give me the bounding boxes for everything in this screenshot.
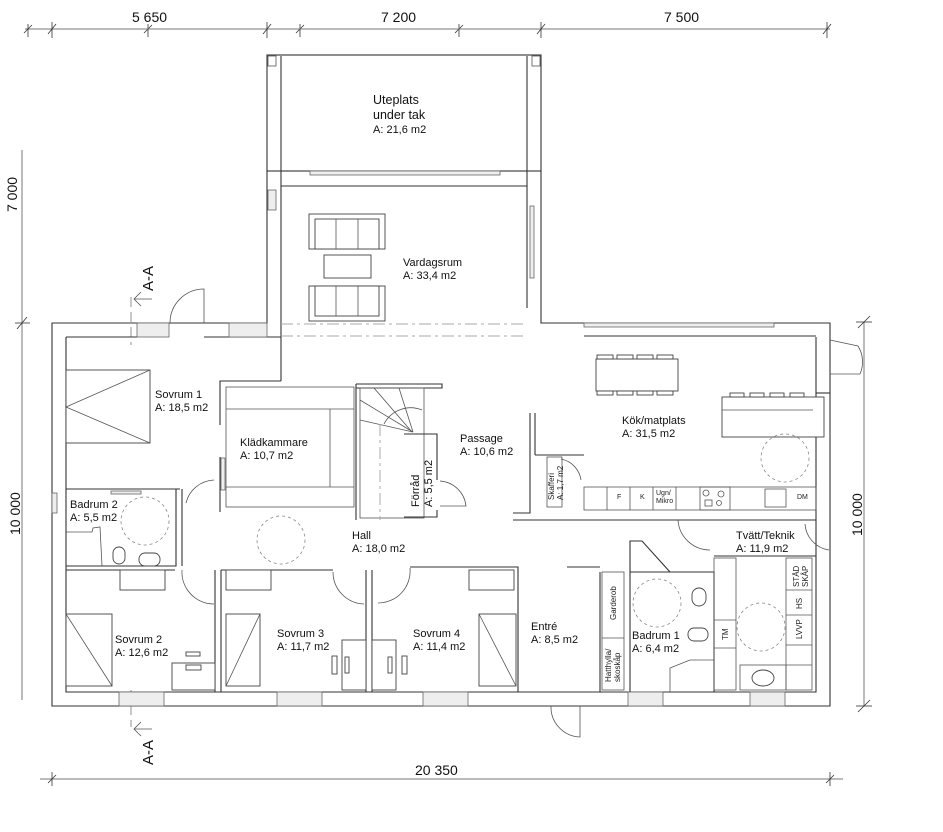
room-label-badrum-2: Badrum 2 A: 5,5 m2 bbox=[70, 499, 118, 524]
living-room-furniture bbox=[308, 213, 386, 322]
dimension-top-1: 5 650 bbox=[132, 9, 168, 25]
living-room-walls bbox=[51, 171, 831, 707]
section-marker-bottom: A-A bbox=[140, 739, 157, 765]
laundry-room bbox=[677, 519, 830, 691]
fixture-hat-shoe-cabinet: Hatthylla/ skoskåp bbox=[604, 648, 622, 682]
room-label-vardagsrum: Vardagsrum A: 33,4 m2 bbox=[403, 257, 463, 282]
right-dimension-line bbox=[856, 315, 872, 713]
room-label-skafferi: Skafferi A: 1,7 m2 bbox=[547, 465, 565, 500]
bottom-dimension-line bbox=[40, 772, 843, 786]
room-label-tvatt: Tvätt/Teknik A: 11,9 m2 bbox=[736, 530, 795, 555]
room-label-sovrum-2: Sovrum 2 A: 12,6 m2 bbox=[115, 634, 169, 659]
fixture-dishwasher: DM bbox=[797, 494, 808, 501]
bottom-bedrooms bbox=[65, 566, 519, 692]
fixture-freezer: K bbox=[640, 494, 645, 501]
room-label-sovrum-3: Sovrum 3 A: 11,7 m2 bbox=[277, 628, 330, 653]
room-label-sovrum-4: Sovrum 4 A: 11,4 m2 bbox=[413, 628, 466, 653]
room-label-sovrum-1: Sovrum 1 A: 18,5 m2 bbox=[155, 389, 209, 414]
dimension-bottom: 20 350 bbox=[415, 762, 458, 778]
top-dimension-line bbox=[23, 24, 830, 37]
fixture-tm: TM bbox=[721, 628, 730, 640]
fixture-wardrobe: Garderob bbox=[609, 586, 618, 620]
room-label-forrad: Förråd A: 5,5 m2 bbox=[410, 459, 435, 507]
room-label-passage: Passage A: 10,6 m2 bbox=[460, 433, 514, 458]
fixture-cleaning-cabinet: STÄD SKÅP bbox=[792, 565, 810, 587]
room-label-entre: Entré A: 8,5 m2 bbox=[531, 621, 579, 646]
section-marker-top: A-A bbox=[140, 265, 157, 291]
dimension-right: 10 000 bbox=[849, 493, 865, 536]
bathroom-2 bbox=[66, 489, 183, 567]
dimension-top-3: 7 500 bbox=[664, 9, 700, 25]
exterior-walls bbox=[51, 288, 863, 707]
bedroom-1-furniture bbox=[64, 369, 180, 495]
fixture-oven: Ugn/ Mikro bbox=[656, 490, 674, 505]
dimension-top-2: 7 200 bbox=[381, 9, 417, 25]
hall bbox=[256, 515, 306, 565]
dimension-left-1: 7 000 bbox=[4, 176, 20, 212]
patio-walls bbox=[266, 54, 542, 176]
room-label-kok: Kök/matplats A: 31,5 m2 bbox=[622, 415, 686, 440]
left-dimension-line bbox=[15, 150, 30, 700]
walk-in-closet bbox=[185, 380, 355, 512]
room-label-badrum-1: Badrum 1 A: 6,4 m2 bbox=[632, 630, 680, 655]
fixture-fridge: F bbox=[617, 494, 622, 501]
room-label-kladkammare: Klädkammare A: 10,7 m2 bbox=[240, 437, 308, 462]
dimension-left-2: 10 000 bbox=[7, 492, 23, 535]
room-label-uteplats: Uteplats under tak A: 21,6 m2 bbox=[373, 93, 427, 136]
fixture-hs: HS bbox=[795, 597, 804, 609]
entrance bbox=[550, 566, 625, 738]
bathroom-1 bbox=[629, 540, 715, 692]
stairs bbox=[355, 383, 467, 520]
kitchen-area bbox=[513, 354, 830, 521]
room-label-hall: Hall A: 18,0 m2 bbox=[352, 530, 406, 555]
section-line-a-a bbox=[130, 291, 152, 737]
fixture-lvvp: LVVP bbox=[795, 619, 804, 639]
